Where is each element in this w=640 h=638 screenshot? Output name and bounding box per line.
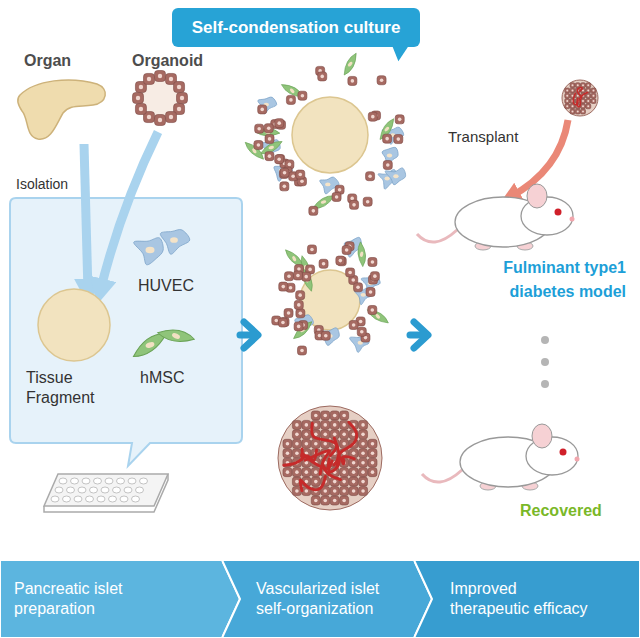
- organoid: [133, 71, 188, 126]
- step-chevron: Improved therapeutic efficacy: [414, 560, 640, 638]
- mouse: [422, 424, 580, 490]
- chevron-shape: [414, 560, 640, 638]
- node-text: Self-condensation culture: [192, 17, 401, 38]
- panel-box: Tissue Fragment HUVEC hMSC: [10, 198, 242, 443]
- node-text: Vascularized islet self-organization: [256, 579, 406, 619]
- mouse: [417, 184, 575, 250]
- cell-label: HUVEC: [138, 276, 194, 296]
- step-label: Isolation: [16, 176, 68, 192]
- step-chevron: Vascularized islet self-organization: [222, 560, 432, 638]
- pancreas-organ: [18, 80, 105, 139]
- chevron-shape: [222, 560, 432, 638]
- panel-shape: [10, 198, 242, 466]
- cell-label: hMSC: [140, 368, 184, 388]
- process-arrows: [240, 322, 428, 348]
- isolation-arrows: [84, 132, 158, 292]
- condensation-stages: [244, 52, 405, 510]
- step-label: Transplant: [448, 128, 518, 145]
- organoid-label: Organoid: [132, 52, 203, 70]
- model-label: Fulminant type1 diabetes model: [440, 256, 626, 304]
- node-text: Pancreatic islet preparation: [14, 579, 144, 619]
- node-text: Improved therapeutic efficacy: [450, 579, 600, 619]
- callout-box: Self-condensation culture: [172, 8, 421, 47]
- cell-label: Tissue Fragment: [26, 368, 106, 408]
- panel-cells: [38, 230, 195, 361]
- outcome-label: Recovered: [520, 502, 602, 520]
- step-chevron: Pancreatic islet preparation: [0, 560, 240, 638]
- chevron-shape: [0, 560, 240, 638]
- well-plate: [44, 474, 168, 512]
- organ-label: Organ: [24, 52, 71, 70]
- callout-tail: [392, 46, 408, 61]
